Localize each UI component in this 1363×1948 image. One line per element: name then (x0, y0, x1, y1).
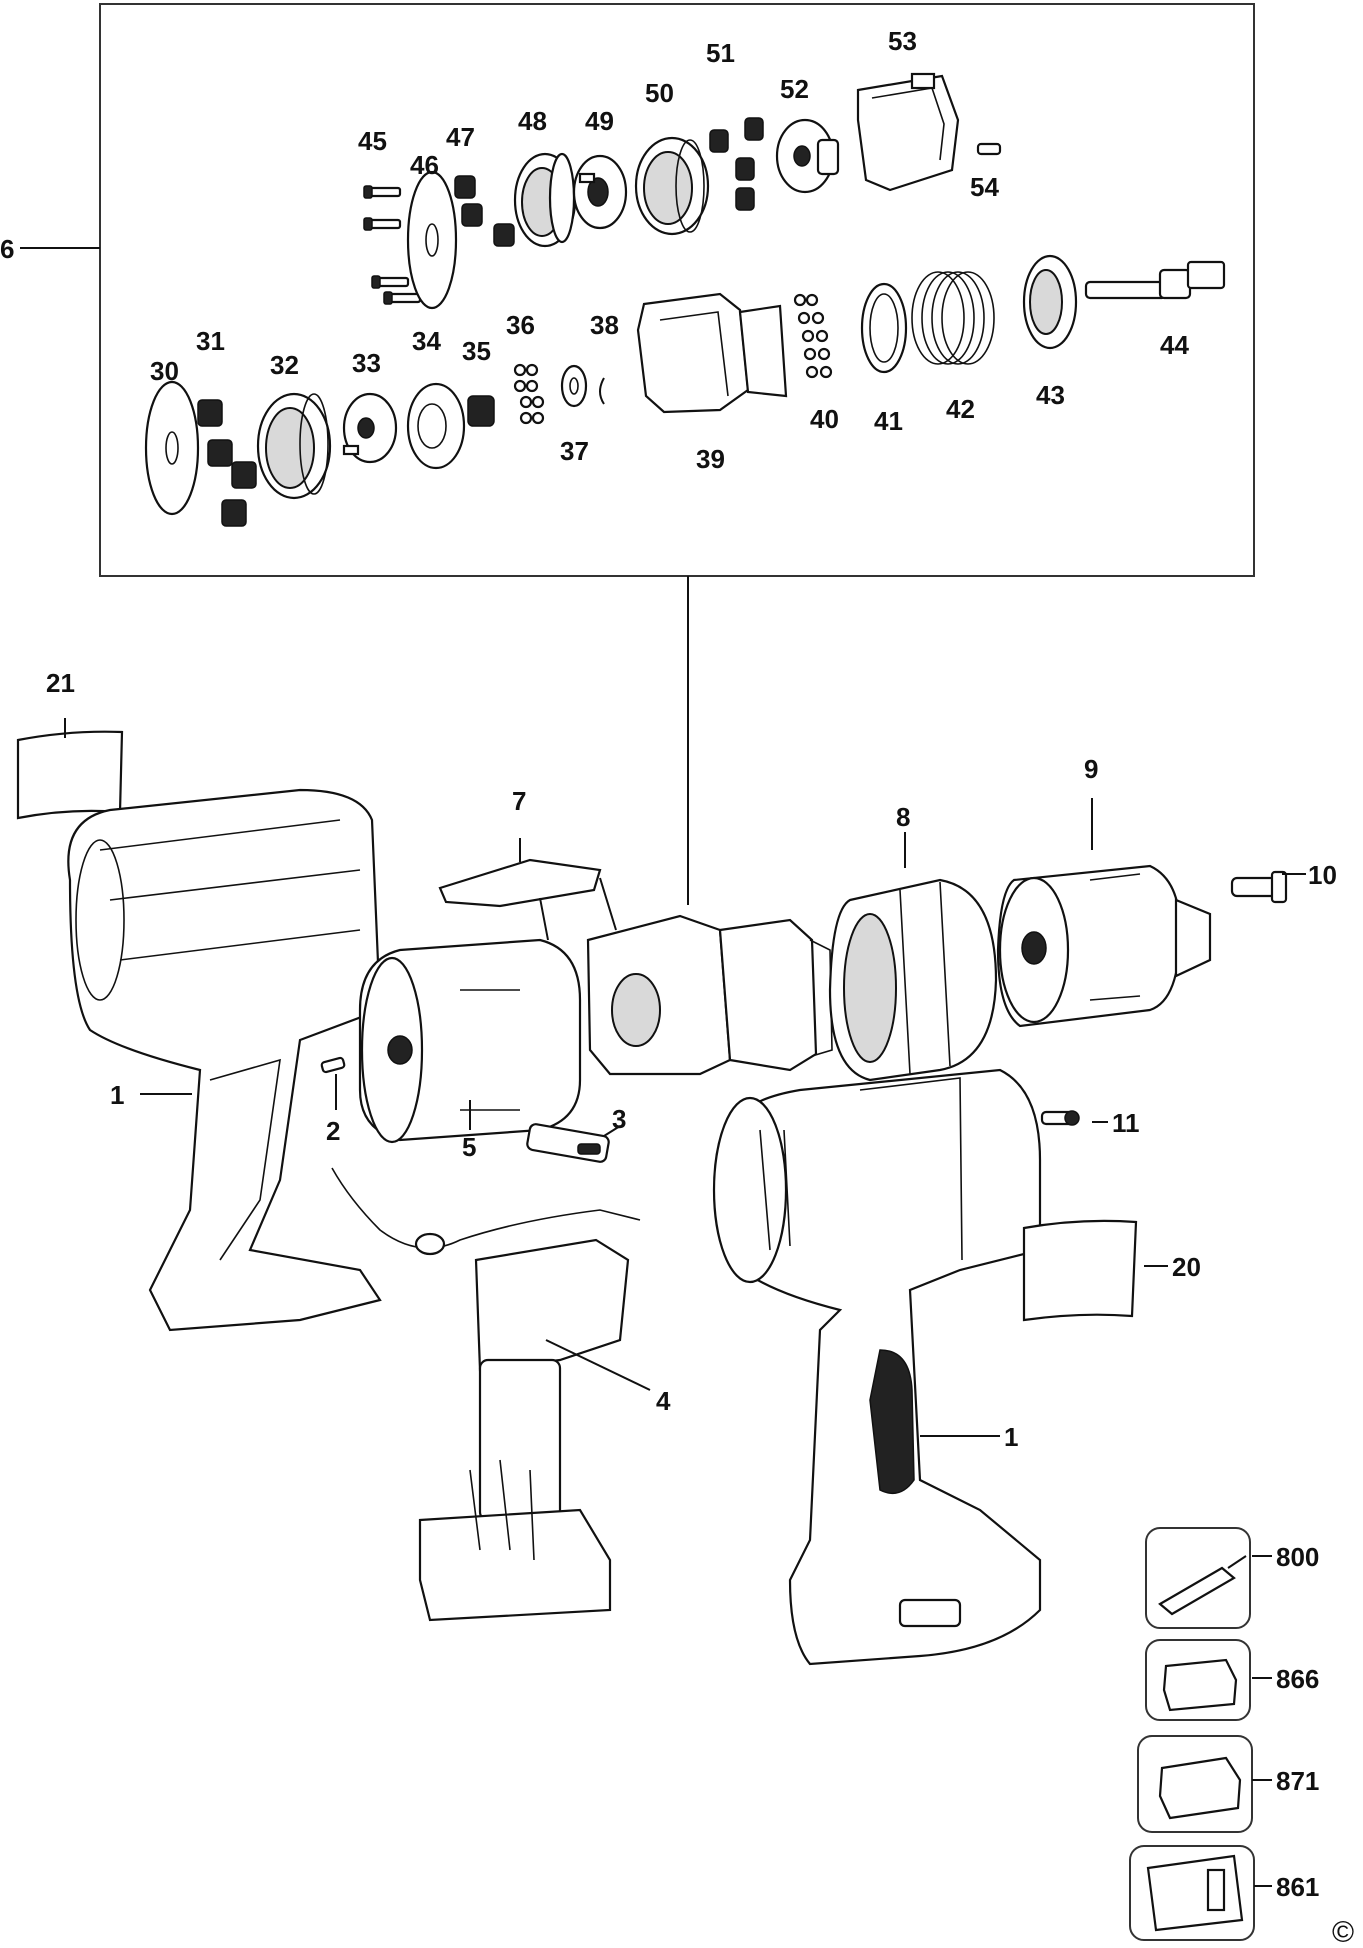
callout-9: 9 (1084, 754, 1098, 784)
part-32-ring-gear (256, 392, 332, 500)
part-38-circlip (599, 377, 605, 405)
callout-36: 36 (506, 310, 535, 340)
part-1-housing-left (67, 788, 382, 1332)
part-51-planet-gears (709, 117, 764, 211)
callout-31: 31 (196, 326, 225, 356)
part-37-washer (560, 364, 588, 408)
callout-44: 44 (1160, 330, 1189, 360)
callout-866: 866 (1276, 1664, 1319, 1694)
part-31-planet-gears (197, 399, 257, 527)
callout-871: 871 (1276, 1766, 1319, 1796)
callout-35: 35 (462, 336, 491, 366)
callout-42: 42 (946, 394, 975, 424)
callout-34: 34 (412, 326, 441, 356)
callout-47: 47 (446, 122, 475, 152)
part-7-clip (438, 858, 617, 941)
part-8-collar (828, 878, 998, 1082)
part-44-spindle (1084, 260, 1226, 300)
part-40-balls (793, 293, 833, 379)
part-49-planet-carrier (572, 154, 628, 230)
callout-11: 11 (1112, 1108, 1140, 1138)
part-20-label (1022, 1219, 1138, 1322)
callout-39: 39 (696, 444, 725, 474)
callout-800: 800 (1276, 1542, 1319, 1572)
callout-1-left: 1 (110, 1080, 124, 1110)
part-48-ring-gear (513, 152, 577, 248)
callout-5: 5 (462, 1132, 476, 1162)
callout-50: 50 (645, 78, 674, 108)
part-53-gear-housing (856, 72, 960, 192)
callout-41: 41 (874, 406, 903, 436)
part-45-screws (363, 185, 422, 305)
part-4-switch (331, 1167, 641, 1622)
part-21-label (16, 730, 124, 820)
callout-45: 45 (358, 126, 387, 156)
callout-52: 52 (780, 74, 809, 104)
part-36-balls (513, 363, 545, 425)
part-42-spring (911, 271, 995, 365)
part-3-slider (526, 1123, 610, 1163)
part-52-planet-carrier (775, 118, 840, 194)
part-11-screw (1040, 1110, 1080, 1126)
callout-20: 20 (1172, 1252, 1201, 1282)
accessory-box-866 (1145, 1639, 1251, 1721)
accessory-box-871 (1137, 1735, 1253, 1833)
callout-33: 33 (352, 348, 381, 378)
callout-30: 30 (150, 356, 179, 386)
accessory-box-800 (1145, 1527, 1251, 1629)
part-35-sun-gear (467, 395, 495, 427)
callout-6: 6 (0, 234, 14, 264)
gearbox-assembly-frame (99, 3, 1255, 577)
part-54-pin (976, 142, 1002, 156)
callout-32: 32 (270, 350, 299, 380)
part-50-ring-gear (634, 136, 710, 236)
copyright-mark: © (1332, 1916, 1354, 1948)
callout-1-right: 1 (1004, 1422, 1018, 1452)
part-5-motor (358, 938, 582, 1144)
callout-53: 53 (888, 26, 917, 56)
part-30-washer (144, 380, 200, 516)
callout-861: 861 (1276, 1872, 1319, 1902)
callout-3: 3 (612, 1104, 626, 1134)
part-46-washer (406, 170, 458, 310)
callout-48: 48 (518, 106, 547, 136)
part-41-washer (860, 282, 908, 374)
part-34-clutch-ring (406, 382, 466, 470)
callout-2: 2 (326, 1116, 340, 1146)
callout-46: 46 (410, 150, 439, 180)
part-39-gear-housing (636, 292, 788, 414)
part-43-collar (1022, 254, 1078, 350)
callout-49: 49 (585, 106, 614, 136)
callout-7: 7 (512, 786, 526, 816)
callout-38: 38 (590, 310, 619, 340)
callout-10: 10 (1308, 860, 1337, 890)
gearbox-assembly (586, 914, 833, 1076)
callout-8: 8 (896, 802, 910, 832)
part-1-housing-right (712, 1068, 1042, 1666)
accessory-box-861 (1129, 1845, 1255, 1941)
part-33-planet-carrier (342, 392, 398, 464)
callout-51: 51 (706, 38, 735, 68)
callout-54: 54 (970, 172, 999, 202)
callout-4: 4 (656, 1386, 671, 1416)
callout-43: 43 (1036, 380, 1065, 410)
part-2-pin (320, 1056, 346, 1074)
leader-lines (64, 718, 1306, 1887)
callout-21: 21 (46, 668, 75, 698)
part-9-chuck (996, 864, 1212, 1028)
part-47-planet-gears (454, 175, 515, 247)
callout-37: 37 (560, 436, 589, 466)
callout-40: 40 (810, 404, 839, 434)
part-10-screw (1230, 870, 1288, 904)
